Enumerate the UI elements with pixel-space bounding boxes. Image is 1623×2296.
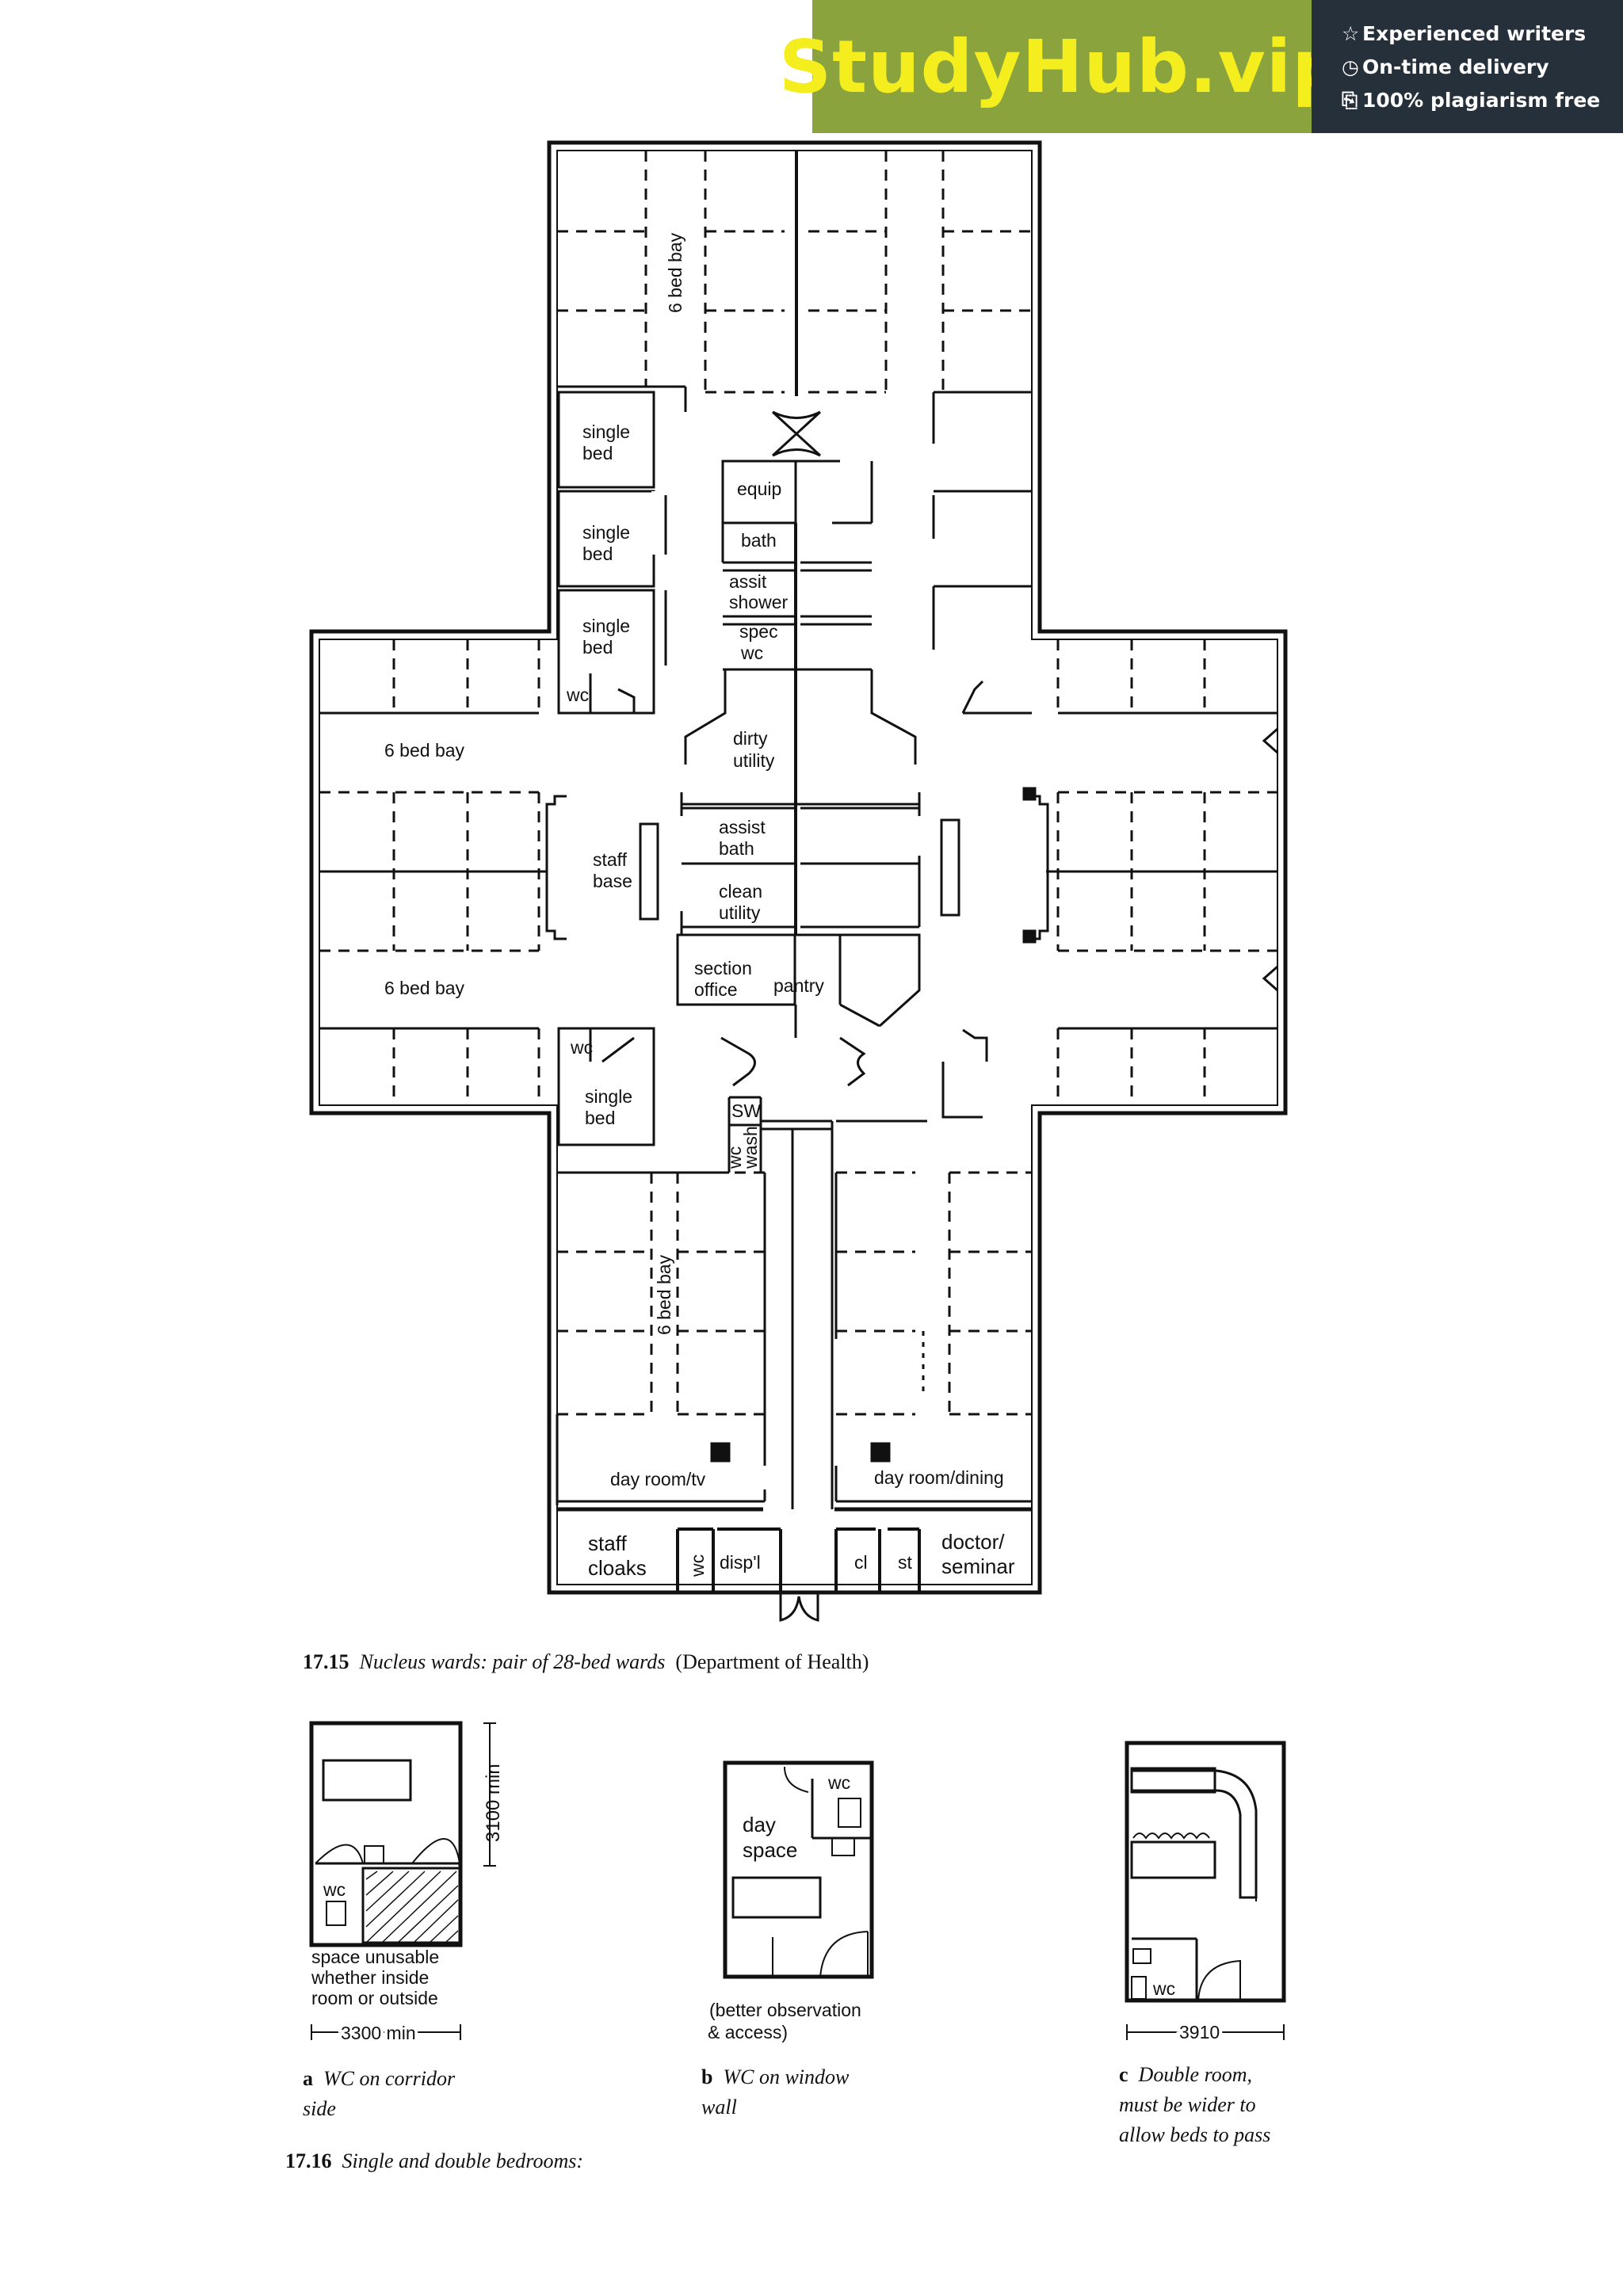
label-single-bed: single (582, 522, 630, 543)
lower-left-single (557, 1027, 988, 1146)
label-single-bed: bed (582, 543, 613, 564)
label-spec-wc: spec (739, 621, 778, 642)
figure-a-wc-corridor-side (309, 1721, 496, 2040)
label-section-office: section (694, 958, 752, 978)
label-wc: wc (687, 1554, 708, 1577)
figure-c-double-room (1125, 1741, 1286, 2040)
dimension-3300-min: 3300 min (341, 2023, 416, 2043)
right-wing-bays (1046, 639, 1278, 1105)
label-6-bed-bay: 6 bed bay (384, 978, 465, 998)
note-better-observation: (better observation (709, 2000, 861, 2020)
label-single-bed: single (585, 1086, 632, 1107)
label-day-space: space (743, 1838, 797, 1862)
bottom-service-rooms (676, 1527, 921, 1622)
label-pantry: pantry (773, 975, 824, 996)
brand-block[interactable]: StudyHub.vip (779, 0, 1344, 133)
figure-b-wc-window-wall (723, 1760, 874, 1979)
label-disposal: disp'l (720, 1552, 761, 1573)
label-wc-wash: wc (724, 1146, 745, 1169)
dimension-3910: 3910 (1179, 2022, 1220, 2042)
top-bays (557, 151, 1032, 457)
label-spec-wc: wc (740, 643, 763, 663)
note-space-unusable: room or outside (311, 1988, 438, 2008)
outer-walls (309, 140, 1288, 1595)
label-assist-bath: bath (719, 838, 754, 859)
label-6-bed-bay-bottom: 6 bed bay (654, 1254, 674, 1335)
label-equip: equip (737, 479, 781, 499)
label-single-bed: single (582, 616, 630, 636)
label-staff-base: base (593, 871, 632, 891)
label-single-bed: single (582, 421, 630, 442)
label-bath: bath (741, 530, 777, 551)
label-dirty-utility: utility (733, 750, 775, 771)
caption-figure-b: b WC on window wall (701, 2065, 850, 2119)
label-day-room-tv: day room/tv (610, 1469, 706, 1489)
left-wing-bays (319, 639, 547, 1105)
promo-banner[interactable]: StudyHub.vip ☆Experienced writers ◷On-ti… (779, 0, 1623, 133)
note-better-observation: & access) (708, 2022, 788, 2042)
label-single-bed: bed (585, 1108, 615, 1128)
caption-figure-c: c Double room, must be wider to allow be… (1119, 2063, 1271, 2146)
brand-logo: StudyHub.vip (778, 24, 1346, 109)
label-wc-wash: wash (740, 1126, 761, 1169)
label-6-bed-bay: 6 bed bay (384, 740, 465, 761)
central-core (639, 460, 960, 1509)
feature-item: ⎘100% plagiarism free (1342, 84, 1623, 117)
clock-icon: ◷ (1342, 55, 1359, 78)
label-clean-utility: utility (719, 902, 761, 923)
bottom-bays (556, 1171, 1032, 1512)
feature-item: ◷On-time delivery (1342, 51, 1623, 84)
feature-list: ☆Experienced writers ◷On-time delivery ⎘… (1312, 0, 1623, 133)
label-staff-base: staff (593, 849, 628, 870)
document-icon: ⎘ (1342, 89, 1358, 112)
label-cl: cl (854, 1552, 868, 1573)
note-space-unusable: space unusable (311, 1947, 439, 1967)
label-staff-cloaks: staff (588, 1531, 627, 1555)
label-single-bed: bed (582, 443, 613, 463)
right-single-rooms (932, 391, 1032, 715)
label-wc: wc (323, 1879, 346, 1900)
star-icon: ☆ (1342, 22, 1360, 45)
label-day-space: day (743, 1813, 776, 1836)
label-st: st (898, 1552, 913, 1573)
label-single-bed: bed (582, 637, 613, 658)
staff-base-brackets (545, 787, 1049, 944)
left-single-rooms (557, 391, 667, 715)
label-6-bed-bay-top: 6 bed bay (665, 232, 685, 313)
label-dirty-utility: dirty (733, 728, 768, 749)
note-space-unusable: whether inside (311, 1967, 429, 1988)
label-clean-utility: clean (719, 881, 762, 902)
label-doctor-seminar: doctor/ (941, 1530, 1005, 1554)
caption-figure-17-15: 17.15 Nucleus wards: pair of 28-bed ward… (303, 1650, 869, 1673)
plan-labels: 6 bed bay single bed single bed single b… (384, 232, 1015, 1580)
label-sw: SW (731, 1100, 761, 1121)
label-wc: wc (1152, 1978, 1175, 1999)
label-assit-shower: shower (729, 592, 788, 612)
inner-outline (319, 150, 1278, 1585)
label-day-room-dining: day room/dining (874, 1467, 1004, 1488)
label-section-office: office (694, 979, 738, 1000)
caption-figure-a: a WC on corridor side (303, 2067, 456, 2120)
label-doctor-seminar: seminar (941, 1554, 1015, 1578)
label-staff-cloaks: cloaks (588, 1556, 647, 1580)
label-wc: wc (827, 1772, 850, 1793)
label-wc: wc (570, 1037, 593, 1058)
feature-item: ☆Experienced writers (1342, 17, 1623, 51)
label-assist-bath: assist (719, 817, 766, 837)
label-assit-shower: assit (729, 571, 767, 592)
label-wc: wc (566, 685, 589, 705)
dimension-3100-min: 3100 min (483, 1764, 504, 1842)
caption-figure-17-16: 17.16 Single and double bedrooms: (285, 2149, 583, 2172)
